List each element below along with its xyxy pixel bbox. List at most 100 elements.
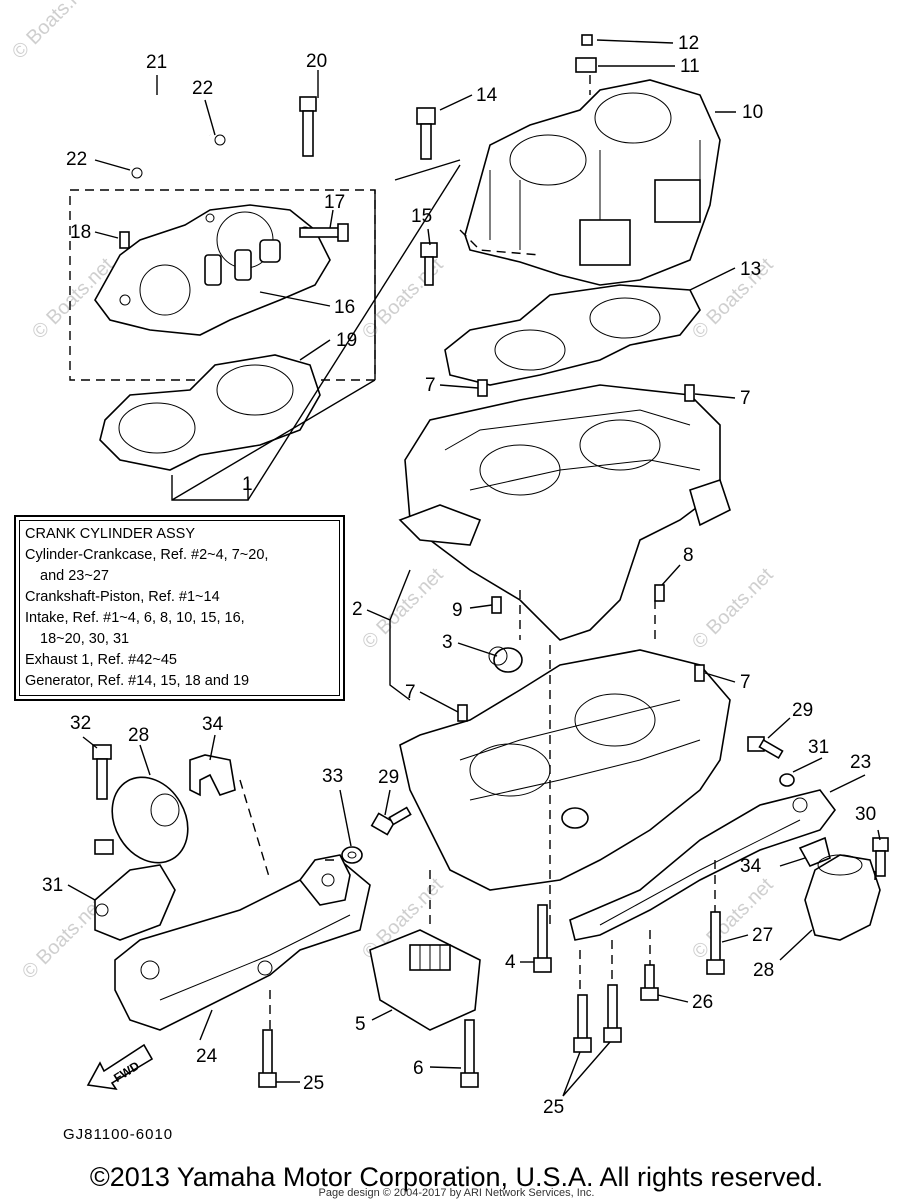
callout-8: 8 — [683, 545, 694, 566]
bolt-25 — [573, 994, 592, 1053]
bolt-4 — [533, 904, 552, 973]
callout-7: 7 — [425, 375, 436, 396]
bolt-32 — [92, 744, 112, 800]
engine-mount-24 — [114, 859, 371, 1031]
bolt-14 — [416, 107, 436, 160]
copyright-text: ©2013 Yamaha Motor Corporation, U.S.A. A… — [89, 1162, 824, 1192]
gasket-19 — [99, 354, 321, 471]
callout-32: 32 — [70, 713, 91, 734]
callout-31: 31 — [808, 737, 829, 758]
legend-box: CRANK CYLINDER ASSY Cylinder-Crankcase, … — [14, 515, 345, 701]
clamp-22 — [214, 134, 226, 146]
callout-15: 15 — [411, 206, 432, 227]
washer-31 — [779, 773, 795, 787]
callout-6: 6 — [413, 1058, 424, 1079]
bolt-29 — [370, 806, 412, 836]
callout-14: 14 — [476, 85, 498, 106]
legend-line: and 23~27 — [40, 568, 109, 584]
legend-line: Exhaust 1, Ref. #42~45 — [25, 652, 177, 668]
watermark: © Boats.net — [358, 564, 448, 654]
mount-plate-31 — [94, 864, 176, 941]
callout-23: 23 — [850, 752, 871, 773]
callout-18: 18 — [70, 222, 91, 243]
callout-29: 29 — [378, 767, 399, 788]
callout-7: 7 — [405, 682, 416, 703]
bolt-25 — [258, 1029, 277, 1088]
bolt-25 — [603, 984, 622, 1043]
legend-line: 18~20, 30, 31 — [40, 631, 130, 647]
callout-30: 30 — [855, 804, 876, 825]
watermark: © Boats.net — [358, 254, 448, 344]
leader-lines — [67, 39, 881, 1097]
legend-line: Intake, Ref. #1~4, 6, 8, 10, 15, 16, — [25, 610, 245, 626]
callout-34: 34 — [740, 856, 762, 877]
callout-28: 28 — [753, 960, 774, 981]
callout-26: 26 — [692, 992, 713, 1013]
bolt-20 — [299, 96, 317, 157]
watermark: © Boats.net — [688, 564, 778, 654]
callout-21: 21 — [146, 52, 167, 73]
callout-34: 34 — [202, 714, 224, 735]
screw-12 — [581, 34, 593, 46]
callout-4: 4 — [505, 952, 516, 973]
callout-5: 5 — [355, 1014, 366, 1035]
fwd-arrow-icon: FWD — [86, 1043, 154, 1091]
callout-20: 20 — [306, 51, 327, 72]
callout-22: 22 — [192, 78, 213, 99]
gasket-13 — [444, 284, 701, 386]
callout-28: 28 — [128, 725, 149, 746]
clip-34 — [189, 754, 236, 797]
rubber-mount-28 — [94, 776, 189, 864]
clamp-22 — [131, 167, 143, 179]
callout-22: 22 — [66, 149, 87, 170]
callout-7: 7 — [740, 388, 751, 409]
dowel-7 — [684, 384, 695, 402]
callout-17: 17 — [324, 192, 345, 213]
watermark: © Boats.net — [688, 254, 778, 344]
callout-19: 19 — [336, 330, 357, 351]
callout-3: 3 — [442, 632, 453, 653]
engine-mount-23 — [569, 789, 836, 941]
diagram-code: GJ81100-6010 — [63, 1126, 174, 1143]
bracket-5 — [369, 929, 481, 1031]
page-design-text: Page design © 2004-2017 by ARI Network S… — [318, 1187, 595, 1199]
callout-1: 1 — [242, 474, 253, 495]
callout-10: 10 — [742, 102, 763, 123]
bushing-3 — [488, 646, 523, 673]
bolt-30 — [872, 837, 889, 877]
callout-25: 25 — [303, 1073, 324, 1094]
dowel-7 — [477, 379, 488, 397]
dowel-9 — [491, 596, 502, 614]
rubber-mount-28 — [804, 854, 881, 941]
callout-12: 12 — [678, 33, 699, 54]
legend-line: Generator, Ref. #14, 15, 18 and 19 — [25, 673, 250, 689]
legend-title: CRANK CYLINDER ASSY — [25, 526, 196, 542]
callout-31: 31 — [42, 875, 63, 896]
callout-11: 11 — [680, 56, 700, 77]
callout-9: 9 — [452, 600, 463, 621]
callout-labels: 1 2 3 4 5 6 7 7 7 7 8 9 10 11 12 13 14 1… — [42, 33, 876, 1118]
bracket-11 — [575, 57, 597, 73]
clip-34 — [798, 836, 831, 868]
dowel-18 — [119, 231, 130, 249]
callout-13: 13 — [740, 259, 761, 280]
callout-24: 24 — [196, 1046, 218, 1067]
bolt-29 — [747, 736, 784, 760]
crankcase-upper — [398, 384, 731, 641]
intake-cover — [94, 204, 331, 336]
cylinder-10 — [464, 79, 721, 286]
dowel-7 — [457, 704, 468, 722]
callout-7: 7 — [740, 672, 751, 693]
crankcase-lower — [399, 649, 731, 891]
legend-line: Cylinder-Crankcase, Ref. #2~4, 7~20, — [25, 547, 269, 563]
callout-2: 2 — [352, 599, 363, 620]
washer-33 — [341, 846, 363, 864]
legend-line: Crankshaft-Piston, Ref. #1~14 — [25, 589, 220, 605]
bolt-17 — [299, 223, 349, 242]
bolt-15 — [420, 242, 438, 286]
callout-33: 33 — [322, 766, 343, 787]
callout-16: 16 — [334, 297, 355, 318]
callout-29: 29 — [792, 700, 813, 721]
dowel-7 — [694, 664, 705, 682]
